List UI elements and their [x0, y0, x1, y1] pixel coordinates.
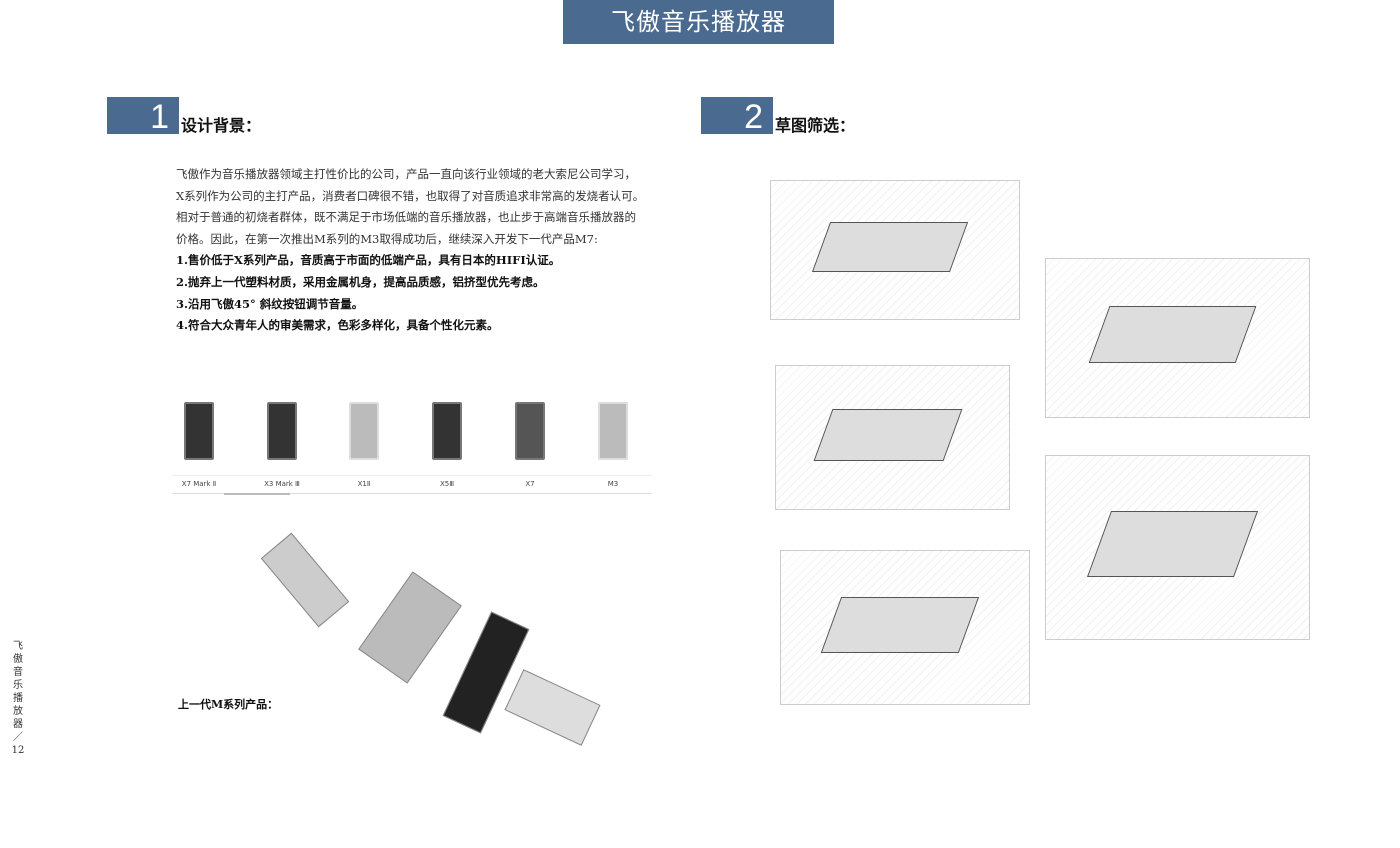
- point: 4.符合大众青年人的审美需求，色彩多样化，具备个性化元素。: [176, 318, 499, 333]
- product-image: [267, 402, 297, 460]
- divider: [172, 475, 652, 476]
- sketch-image: [780, 550, 1030, 705]
- paragraph-line: 飞傲作为音乐播放器领域主打性价比的公司，产品一直向该行业领域的老大索尼公司学习，: [176, 167, 636, 181]
- point: 2.抛弃上一代塑料材质，采用金属机身，提高品质感，铝挤型优先考虑。: [176, 274, 545, 289]
- product-item[interactable]: X7 Mark Ⅱ: [159, 398, 239, 488]
- side-title: 飞傲音乐播放器: [13, 641, 23, 730]
- product-item[interactable]: X7: [490, 398, 570, 488]
- active-indicator: [224, 493, 290, 495]
- sketch-image: [775, 365, 1010, 510]
- page-title: 飞傲音乐播放器: [563, 0, 834, 44]
- product-image: [432, 402, 462, 460]
- product-lineup: X7 Mark Ⅱ X3 Mark Ⅲ X1Ⅱ X5Ⅲ X7 M3: [172, 398, 653, 495]
- product-image: [515, 402, 545, 460]
- product-item[interactable]: X1Ⅱ: [324, 398, 404, 488]
- page-number: 12: [11, 745, 25, 756]
- caption: 上一代M系列产品：: [178, 698, 279, 711]
- point: 1.售价低于X系列产品，音质高于市面的低端产品，具有日本的HIFI认证。: [176, 253, 561, 268]
- section-heading: 草图筛选：: [775, 116, 856, 135]
- product-item[interactable]: M3: [573, 398, 653, 488]
- product-label: M3: [607, 480, 619, 488]
- product-label: X5Ⅲ: [439, 480, 455, 488]
- paragraph-line: 价格。因此，在第一次推出M系列的M3取得成功后，继续深入开发下一代产品M7:: [176, 231, 598, 246]
- product-image: [598, 402, 628, 460]
- product-item[interactable]: X3 Mark Ⅲ: [242, 398, 322, 488]
- section-design-background: 1 设计背景：: [107, 97, 262, 136]
- product-label: X1Ⅱ: [357, 480, 371, 488]
- sketch-image: [1045, 258, 1310, 418]
- paragraph-line: X系列作为公司的主打产品，消费者口碑很不错，也取得了对音质追求非常高的发烧者认可…: [176, 188, 645, 203]
- section-number: 1: [107, 97, 179, 136]
- paragraph-line: 相对于普通的初烧者群体，既不满足于市场低端的音乐播放器，也止步于高端音乐播放器的: [176, 210, 636, 225]
- side-separator: ／: [13, 732, 23, 743]
- section-sketch-selection: 2 草图筛选：: [701, 97, 856, 136]
- section-heading: 设计背景：: [181, 116, 262, 135]
- sketch-image: [770, 180, 1020, 320]
- sketch-image: [1045, 455, 1310, 640]
- product-label: X7: [525, 480, 535, 488]
- product-image: [184, 402, 214, 460]
- product-label: X3 Mark Ⅲ: [264, 480, 300, 488]
- point: 3.沿用飞傲45° 斜纹按钮调节音量。: [176, 296, 364, 311]
- section-number: 2: [701, 97, 773, 136]
- product-label: X7 Mark Ⅱ: [181, 480, 217, 488]
- side-label: 飞傲音乐播放器 ／ 12: [10, 640, 26, 757]
- product-item[interactable]: X5Ⅲ: [407, 398, 487, 488]
- background-text: 飞傲作为音乐播放器领域主打性价比的公司，产品一直向该行业领域的老大索尼公司学习，…: [176, 164, 676, 337]
- product-image: [349, 402, 379, 460]
